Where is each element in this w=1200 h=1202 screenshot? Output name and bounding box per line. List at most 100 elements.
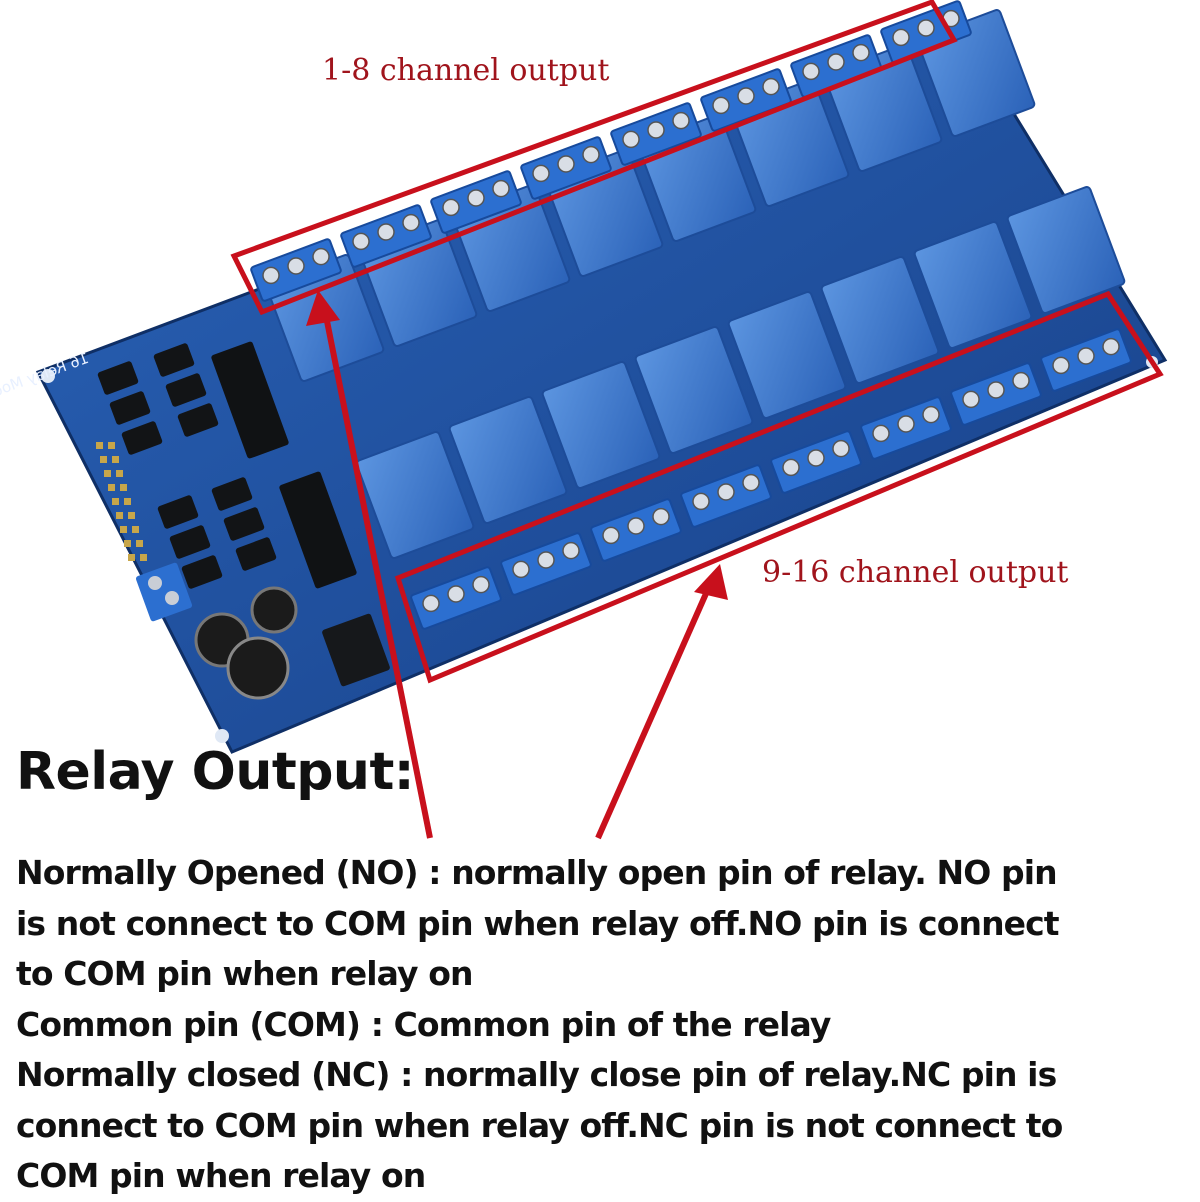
relay: [727, 291, 847, 419]
description-line: Common pin (COM) : Common pin of the rel…: [16, 1004, 831, 1044]
description-text: Normally Opened (NO) : normally open pin…: [16, 848, 1196, 1202]
terminal-screw: [472, 575, 490, 594]
header-pin: [116, 512, 123, 519]
terminal-blocks-bottom: [410, 328, 1132, 630]
description-line: connect to COM pin when relay off.NC pin…: [16, 1105, 1063, 1145]
description-line: COM pin when relay on: [16, 1156, 426, 1195]
optocoupler: [169, 525, 211, 559]
terminal-screw: [962, 390, 980, 409]
pin-header: [96, 442, 147, 561]
terminal-screw: [802, 62, 820, 81]
voltage-regulator: [322, 613, 390, 687]
ic-chip: [211, 341, 289, 459]
arrow-to-ch9-16: [595, 564, 728, 840]
relay: [541, 361, 661, 489]
terminal-screw: [492, 179, 510, 198]
terminal-screw: [562, 541, 580, 560]
optocoupler: [211, 477, 253, 511]
terminal-screw: [762, 77, 780, 96]
terminal-screw: [897, 415, 915, 433]
optocoupler: [165, 373, 207, 407]
header-pin: [120, 484, 127, 491]
header-pin: [120, 526, 127, 533]
terminal-screw: [447, 585, 465, 603]
header-pin: [140, 554, 147, 561]
terminal-blocks-top: [250, 0, 972, 302]
header-pin: [108, 442, 115, 449]
description-line: Normally closed (NC) : normally close pi…: [16, 1055, 1057, 1094]
terminal-screw: [402, 213, 420, 232]
optocoupler: [223, 507, 265, 541]
terminal-screw: [467, 189, 485, 207]
description-line: Normally Opened (NO) : normally open pin…: [16, 853, 1058, 892]
terminal-screw: [807, 449, 825, 467]
relays-bottom-row: [355, 186, 1126, 559]
capacitor: [226, 636, 290, 700]
header-pin: [112, 456, 119, 463]
optocoupler: [235, 537, 277, 571]
description-line: is not connect to COM pin when relay off…: [16, 903, 1060, 943]
terminal-screw: [262, 266, 280, 285]
terminal-screw: [627, 517, 645, 535]
optocoupler: [109, 391, 151, 425]
header-pin: [136, 540, 143, 547]
terminal-screw: [712, 96, 730, 115]
terminal-screw: [1012, 371, 1030, 390]
optocoupler: [181, 555, 223, 589]
terminal-screw: [652, 507, 670, 526]
relay: [820, 256, 940, 384]
ic-chip: [279, 471, 357, 589]
terminal-screw: [717, 483, 735, 501]
terminal-screw: [852, 43, 870, 62]
power-terminal-screw: [165, 591, 179, 605]
terminal-screw: [782, 458, 800, 477]
optocoupler: [157, 495, 199, 529]
terminal-screw: [1102, 337, 1120, 356]
terminal-screw: [1052, 356, 1070, 375]
terminal-screw: [892, 28, 910, 47]
header-pin: [124, 540, 131, 547]
optocoupler: [121, 421, 163, 455]
page-title: Relay Output:: [16, 742, 415, 802]
terminal-screw: [827, 53, 845, 71]
terminal-screw: [582, 145, 600, 164]
arrow-to-ch1-8: [306, 290, 433, 839]
terminal-screw: [1077, 347, 1095, 365]
optocoupler: [177, 403, 219, 437]
capacitor: [250, 586, 298, 634]
mounting-hole: [215, 729, 229, 743]
control-circuitry: [96, 341, 390, 700]
terminal-screw: [622, 130, 640, 149]
callout-ch9-16: 9-16 channel output: [762, 555, 1069, 590]
header-pin: [96, 442, 103, 449]
terminal-screw: [537, 551, 555, 569]
header-pin: [100, 456, 107, 463]
terminal-screw: [692, 492, 710, 511]
header-pin: [128, 554, 135, 561]
optocoupler: [153, 343, 195, 377]
header-pin: [116, 470, 123, 477]
header-pin: [132, 526, 139, 533]
terminal-screw: [672, 111, 690, 130]
optocoupler: [97, 361, 139, 395]
description-line: to COM pin when relay on: [16, 954, 473, 993]
terminal-screw: [917, 19, 935, 37]
terminal-screw: [287, 257, 305, 275]
terminal-screw: [987, 381, 1005, 399]
relay: [355, 431, 475, 559]
terminal-screw: [602, 526, 620, 545]
terminal-screw: [742, 473, 760, 492]
terminal-screw: [832, 439, 850, 458]
relay: [634, 326, 754, 454]
terminal-screw: [377, 223, 395, 241]
header-pin: [112, 498, 119, 505]
terminal-screw: [352, 232, 370, 251]
power-terminal: [135, 562, 193, 622]
callout-ch1-8: 1-8 channel output: [322, 53, 609, 88]
terminal-screw: [737, 87, 755, 105]
terminal-screw: [442, 198, 460, 217]
terminal-screw: [512, 560, 530, 579]
relay: [448, 396, 568, 524]
highlight-box-ch1-8: [230, 0, 958, 316]
